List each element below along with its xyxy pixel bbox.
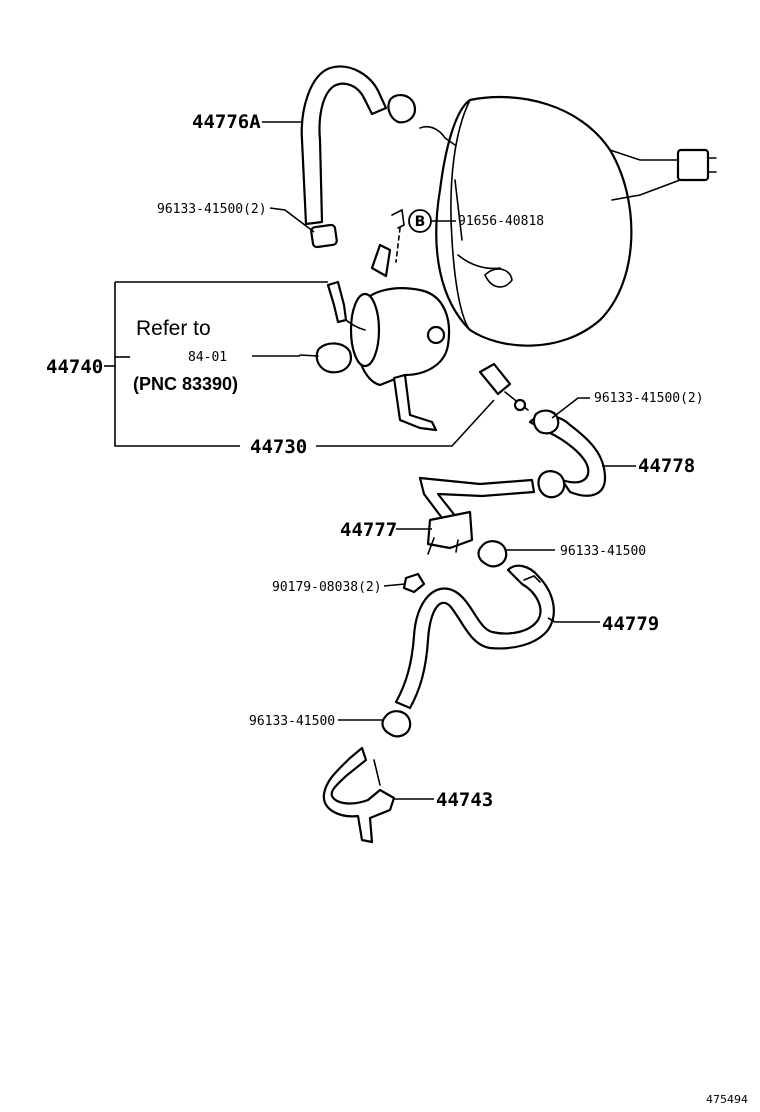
label-44740: 44740 xyxy=(46,356,103,378)
hose-44779-drawing xyxy=(394,564,555,710)
valve-44730-drawing xyxy=(478,362,529,412)
label-96133-right: 96133-41500(2) xyxy=(594,391,704,406)
canister-assembly-drawing xyxy=(299,243,451,432)
label-refer-page: 84-01 xyxy=(188,350,227,365)
label-44779: 44779 xyxy=(602,613,659,635)
hose-44776a-drawing xyxy=(300,65,456,249)
leader-lines xyxy=(104,121,636,800)
fitting-44743-drawing xyxy=(322,746,396,844)
label-44743: 44743 xyxy=(436,789,493,811)
nut-90179-drawing xyxy=(402,572,426,594)
bolt-91656-drawing xyxy=(391,208,432,263)
clamp-mid-drawing xyxy=(477,540,508,568)
brake-booster-drawing xyxy=(435,96,717,347)
label-44778: 44778 xyxy=(638,455,695,477)
label-refer-to: Refer to xyxy=(136,317,211,340)
clamp-low-drawing xyxy=(381,710,412,738)
label-44777: 44777 xyxy=(340,519,397,541)
figure-number: 475494 xyxy=(706,1093,748,1106)
label-44730: 44730 xyxy=(250,436,307,458)
hose-44778-drawing xyxy=(528,409,607,499)
label-refer-pnc: (PNC 83390) xyxy=(133,374,238,394)
label-96133-mid: 96133-41500 xyxy=(560,544,646,559)
label-91656-40818: 91656-40818 xyxy=(458,214,544,229)
label-96133-low: 96133-41500 xyxy=(249,714,335,729)
label-96133-top: 96133-41500(2) xyxy=(157,202,267,217)
label-circle-b: B xyxy=(415,214,426,230)
pipe-44777-drawing xyxy=(418,476,536,555)
label-90179-08038: 90179-08038(2) xyxy=(272,580,382,595)
label-44776a: 44776A xyxy=(192,111,261,133)
